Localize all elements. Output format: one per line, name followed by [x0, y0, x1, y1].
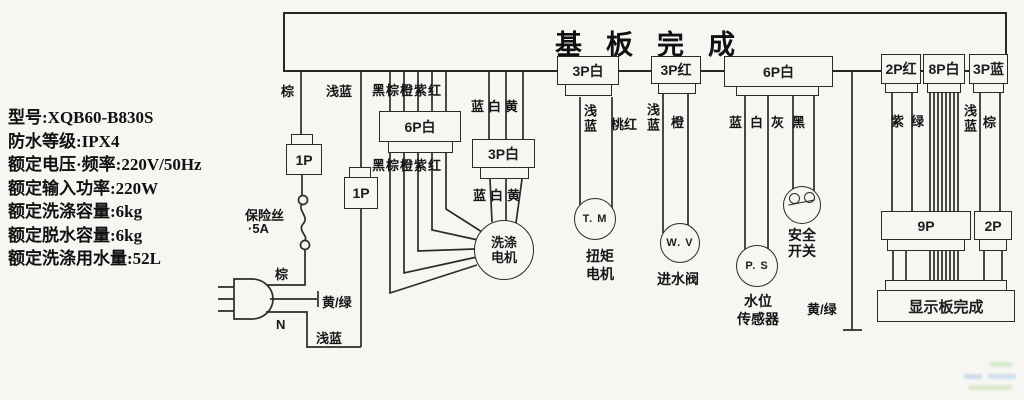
- spec-power: 额定输入功率:220W: [8, 178, 159, 198]
- connector-6p-white-right: 6P白: [724, 56, 833, 87]
- wire-label-pink: 桃红: [611, 117, 638, 132]
- wash-motor-circle: 洗涤 电机: [474, 220, 534, 280]
- spec-wash-capacity: 额定洗涤容量:6kg: [8, 202, 143, 221]
- water-level-sensor-abbr: P. S: [745, 260, 769, 272]
- connector-6p-white-motor-tab: [388, 141, 453, 153]
- wire-label-blue-white-yellow-upper: 蓝白黄: [471, 99, 523, 114]
- torque-motor-circle: T. M: [574, 198, 616, 240]
- connector-3p-white-motor: 3P白: [472, 139, 535, 168]
- safety-switch-circle: [783, 186, 821, 224]
- safety-switch-name: 安全 开关: [788, 227, 816, 259]
- spec-water-amount: 额定洗涤用水量:52L: [8, 249, 161, 268]
- connector-3p-blue-tab: [973, 83, 1004, 93]
- wire-label-blue-white-yellow-lower: 蓝白黄: [473, 188, 525, 203]
- connector-2p-red-tab: [885, 83, 918, 93]
- wire-label-brown-top: 棕: [281, 84, 295, 99]
- wire-label-lightblue-tm: 浅蓝: [582, 104, 597, 134]
- connector-1p-live: 1P: [286, 144, 322, 175]
- wire-label-purple-green: 紫绿: [891, 114, 932, 129]
- main-board-title: 基板完成: [555, 29, 759, 60]
- main-board-bar: 基板完成: [283, 12, 1007, 72]
- wire-label-neutral: N: [276, 317, 286, 332]
- torque-motor-name: 扭矩 电机: [586, 248, 614, 282]
- inlet-valve-abbr: W. V: [666, 237, 694, 249]
- connector-3p-red-tab: [658, 83, 696, 94]
- connector-9p-tab: [887, 239, 965, 251]
- wire-label-lightblue-top: 浅蓝: [326, 84, 353, 99]
- connector-8p-white: 8P白: [923, 54, 965, 84]
- wire-label-lightblue-plug: 浅蓝: [316, 331, 343, 346]
- spec-list: 型号:XQB60-B830S 防水等级:IPX4 额定电压·频率:220V/50…: [8, 106, 202, 271]
- connector-3p-white-tm: 3P白: [557, 56, 619, 85]
- display-board: 显示板完成: [877, 290, 1015, 322]
- wire-label-brown-right: 棕: [983, 115, 997, 130]
- spec-voltage: 额定电压·频率:220V/50Hz: [8, 155, 202, 174]
- wire-label-five-colors-lower: 黑棕橙紫红: [372, 158, 443, 173]
- inlet-valve-circle: W. V: [660, 223, 700, 263]
- water-level-sensor-circle: P. S: [736, 245, 778, 287]
- wire-label-five-colors-upper: 黑棕橙紫红: [372, 83, 443, 98]
- wire-label-yellow-green-left: 黄/绿: [322, 295, 352, 310]
- watermark: [962, 358, 1022, 396]
- wash-motor-label-1: 洗涤: [490, 235, 517, 250]
- fuse-label: 保险丝: [245, 208, 285, 223]
- spec-spin-capacity: 额定脱水容量:6kg: [8, 225, 143, 245]
- connector-2p-red: 2P红: [881, 54, 921, 84]
- connector-2p-tab: [979, 239, 1007, 251]
- connector-6p-white-motor: 6P白: [379, 111, 461, 142]
- wash-motor-label-2: 电机: [490, 250, 517, 265]
- wire-label-orange: 橙: [671, 115, 685, 130]
- connector-3p-white-motor-tab: [480, 167, 529, 179]
- connector-3p-white-tm-tab: [565, 84, 612, 96]
- connector-3p-red: 3P红: [651, 56, 701, 84]
- water-level-sensor-name: 水位 传感器: [737, 293, 779, 327]
- connector-2p: 2P: [974, 211, 1012, 240]
- safety-switch-terminal-right: [804, 192, 815, 203]
- torque-motor-abbr: T. M: [582, 213, 608, 225]
- spec-model: 型号:XQB60-B830S: [8, 108, 154, 127]
- wire-label-brown-plug: 棕: [275, 267, 289, 282]
- fuse-rating: ·5A: [248, 221, 269, 236]
- wire-label-blue-white-grey-black: 蓝白灰黑: [729, 115, 814, 130]
- wire-label-yellow-green-right: 黄/绿: [807, 302, 837, 317]
- connector-8p-white-tab: [927, 83, 961, 93]
- connector-6p-white-right-tab: [736, 86, 819, 96]
- spec-waterproof: 防水等级:IPX4: [8, 131, 120, 151]
- inlet-valve-name: 进水阀: [657, 271, 699, 287]
- connector-9p: 9P: [881, 211, 971, 240]
- wire-label-lightblue-wv: 浅蓝: [645, 103, 660, 133]
- wire-label-lightblue-right: 浅蓝: [962, 104, 977, 134]
- connector-3p-blue: 3P蓝: [969, 54, 1008, 84]
- safety-switch-terminal-left: [789, 193, 800, 204]
- connector-1p-neutral: 1P: [344, 177, 378, 209]
